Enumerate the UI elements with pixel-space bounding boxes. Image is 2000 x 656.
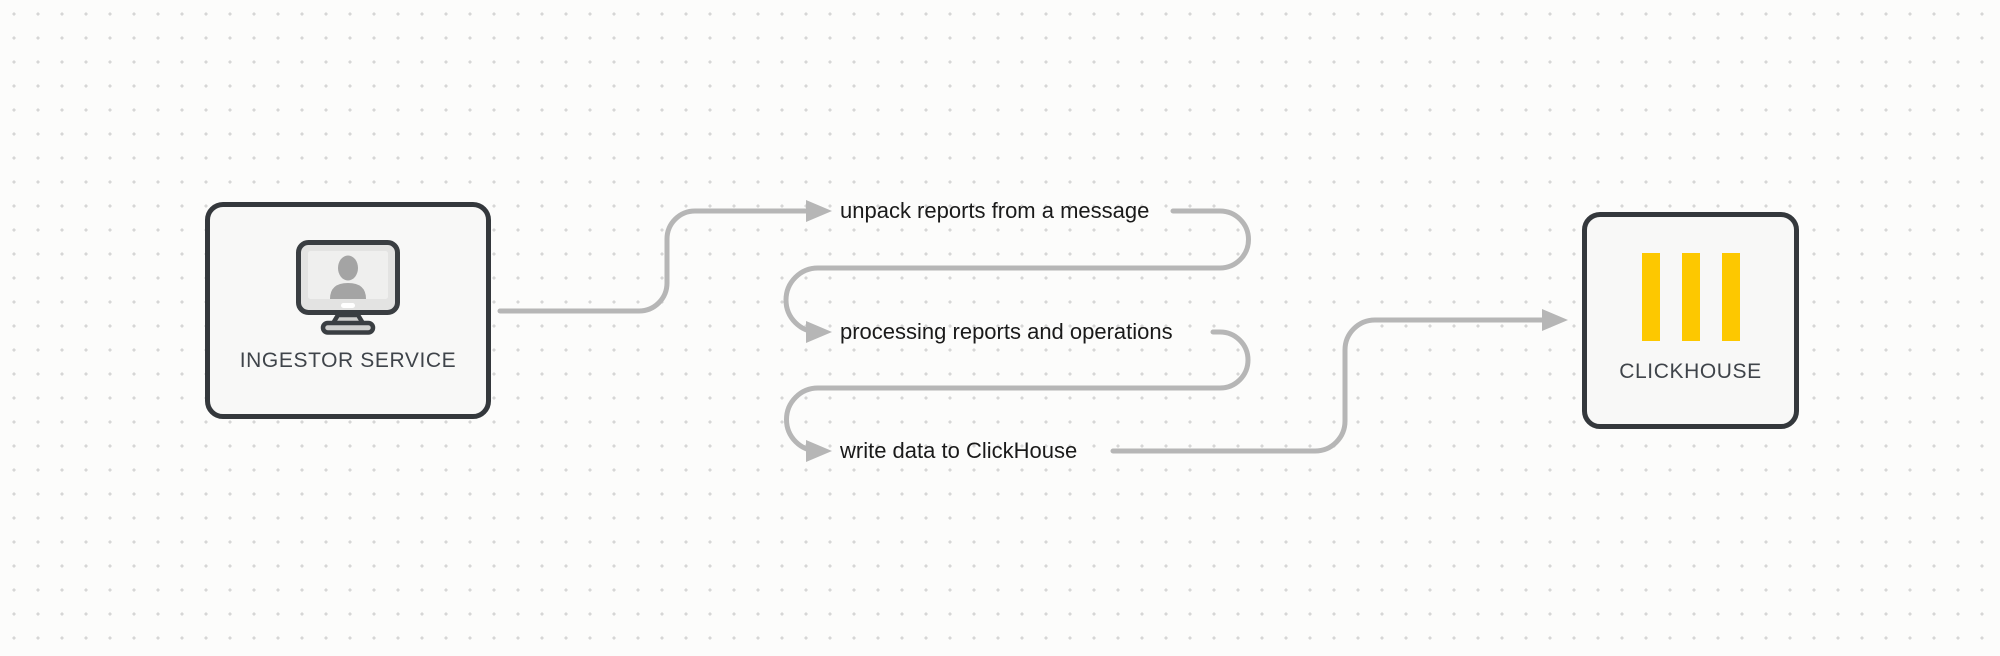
- step-label-write-data: write data to ClickHouse: [840, 438, 1078, 463]
- connector-step3-to-clickhouse: [1110, 317, 1547, 454]
- clickhouse-label: CLICKHOUSE: [1619, 360, 1762, 383]
- step-label-processing-reports: processing reports and operations: [840, 319, 1173, 344]
- connector-ingestor-to-step1: [497, 208, 811, 314]
- connector-step1-to-step2: [783, 208, 1251, 335]
- arrowhead-icon: [1542, 309, 1568, 331]
- node-ingestor-service: INGESTOR SERVICE: [205, 202, 491, 419]
- step-label-unpack-reports: unpack reports from a message: [840, 198, 1150, 223]
- node-clickhouse: CLICKHOUSE: [1582, 212, 1799, 429]
- monitor-user-icon: [296, 240, 400, 335]
- arrowhead-icon: [806, 321, 832, 343]
- ingestor-label: INGESTOR SERVICE: [239, 349, 457, 372]
- clickhouse-logo-icon: [1641, 253, 1740, 341]
- arrowhead-icon: [806, 440, 832, 462]
- connector-step2-to-step3: [784, 329, 1251, 454]
- arrowhead-icon: [806, 200, 832, 222]
